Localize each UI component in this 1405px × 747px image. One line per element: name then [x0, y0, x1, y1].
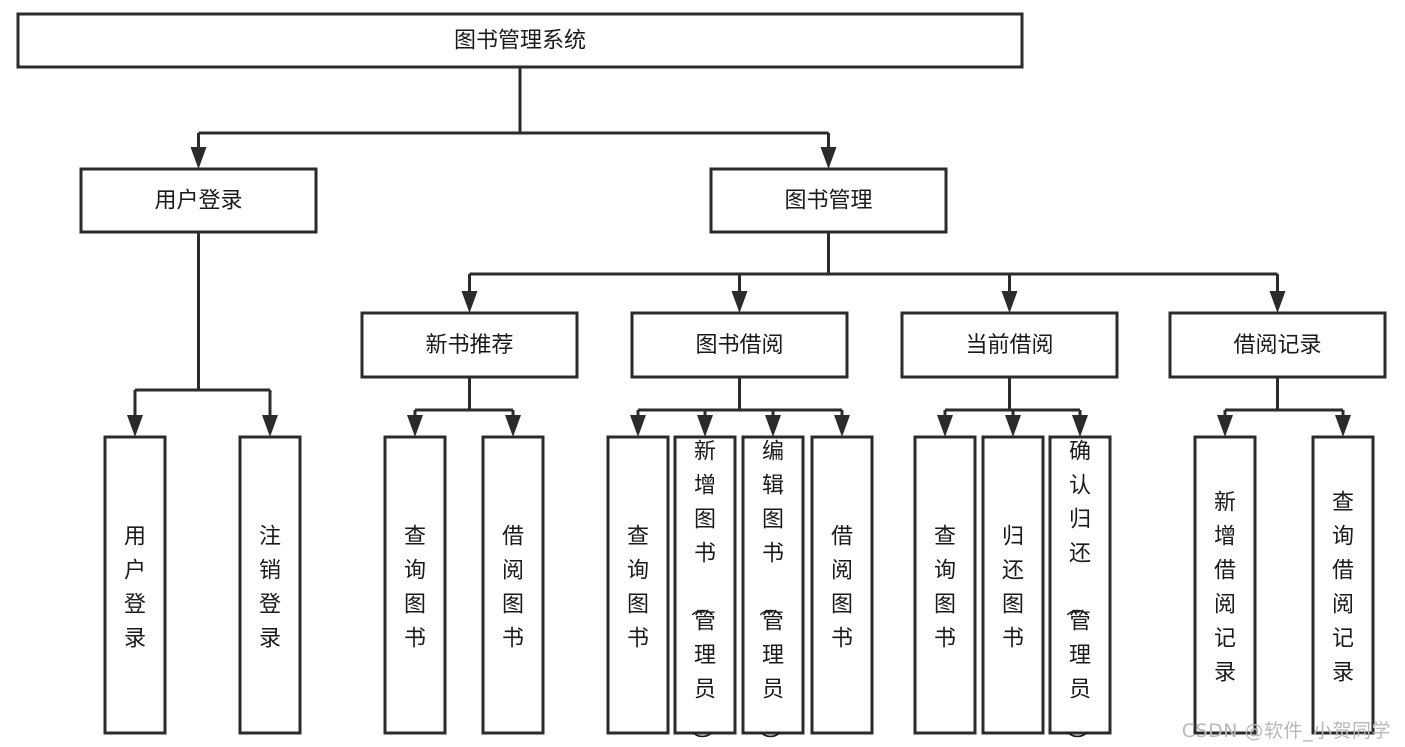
- node-b_add[interactable]: 新增图书（管理员）: [673, 435, 737, 747]
- node-borrow[interactable]: 图书借阅: [630, 311, 849, 379]
- node-box[interactable]: [673, 435, 737, 735]
- node-label: 借阅记录: [1233, 333, 1321, 358]
- node-label: 图书借阅: [695, 333, 783, 358]
- node-label: 新增借阅记录: [1214, 491, 1236, 686]
- node-label: 编辑图书（管理员）: [756, 440, 784, 747]
- arrow-head-icon: [407, 415, 423, 437]
- node-box[interactable]: [900, 311, 1119, 379]
- arrow-head-icon: [1217, 415, 1233, 437]
- node-box[interactable]: [238, 435, 302, 735]
- node-b_edit[interactable]: 编辑图书（管理员）: [741, 435, 805, 747]
- node-layer: 图书管理系统用户登录图书管理新书推荐图书借阅当前借阅借阅记录用户登录注销登录查询…: [16, 12, 1387, 747]
- node-c_query[interactable]: 查询图书: [913, 435, 977, 735]
- node-b_query[interactable]: 查询图书: [606, 435, 670, 735]
- node-label: 用户登录: [124, 525, 146, 652]
- connector-group-bookmgmt: [461, 232, 1286, 313]
- node-box[interactable]: [383, 435, 447, 735]
- arrow-head-icon: [1269, 291, 1286, 313]
- node-box[interactable]: [1048, 435, 1112, 735]
- node-root[interactable]: 图书管理系统: [16, 12, 1024, 69]
- node-box[interactable]: [481, 435, 545, 735]
- node-n_query[interactable]: 查询图书: [383, 435, 447, 735]
- arrow-head-icon: [834, 415, 850, 437]
- node-n_borrow[interactable]: 借阅图书: [481, 435, 545, 735]
- node-label: 注销登录: [259, 525, 281, 652]
- node-box[interactable]: [981, 435, 1045, 735]
- arrow-head-icon: [1001, 291, 1018, 313]
- arrow-head-icon: [461, 291, 478, 313]
- node-box[interactable]: [741, 435, 805, 735]
- node-r_query[interactable]: 查询借阅记录: [1311, 435, 1375, 735]
- node-box[interactable]: [360, 311, 579, 379]
- node-label: 借阅图书: [502, 525, 524, 652]
- arrow-head-icon: [262, 415, 278, 437]
- node-c_return[interactable]: 归还图书: [981, 435, 1045, 735]
- node-label: 查询图书: [627, 525, 649, 652]
- connector-group-login: [127, 232, 278, 437]
- arrow-head-icon: [190, 147, 207, 169]
- arrow-head-icon: [505, 415, 521, 437]
- node-label: 查询图书: [404, 525, 426, 652]
- node-l_logout[interactable]: 注销登录: [238, 435, 302, 735]
- node-login[interactable]: 用户登录: [79, 167, 318, 234]
- node-box[interactable]: [810, 435, 874, 735]
- node-c_confirm[interactable]: 确认归还（管理员）: [1048, 435, 1112, 747]
- node-records[interactable]: 借阅记录: [1168, 311, 1387, 379]
- arrow-head-icon: [1005, 415, 1021, 437]
- node-box[interactable]: [606, 435, 670, 735]
- connector-group-newrec: [407, 377, 521, 437]
- node-label: 确认归还（管理员）: [1063, 440, 1091, 747]
- node-bookmgmt[interactable]: 图书管理: [709, 167, 948, 234]
- arrow-head-icon: [127, 415, 143, 437]
- node-b_borrow[interactable]: 借阅图书: [810, 435, 874, 735]
- connector-group-root: [190, 67, 837, 169]
- node-l_login[interactable]: 用户登录: [103, 435, 167, 735]
- node-box[interactable]: [103, 435, 167, 735]
- node-label: 当前借阅: [965, 333, 1053, 358]
- node-label: 新书推荐: [425, 333, 513, 358]
- node-box[interactable]: [1193, 435, 1257, 735]
- node-box[interactable]: [630, 311, 849, 379]
- node-label: 图书管理: [784, 189, 872, 214]
- node-box[interactable]: [1311, 435, 1375, 735]
- arrow-head-icon: [937, 415, 953, 437]
- node-label: 借阅图书: [831, 525, 853, 652]
- node-current[interactable]: 当前借阅: [900, 311, 1119, 379]
- arrow-head-icon: [765, 415, 781, 437]
- arrow-head-icon: [630, 415, 646, 437]
- arrow-head-icon: [731, 291, 748, 313]
- arrow-head-icon: [1072, 415, 1088, 437]
- node-newrec[interactable]: 新书推荐: [360, 311, 579, 379]
- arrow-head-icon: [820, 147, 837, 169]
- node-box[interactable]: [16, 12, 1024, 69]
- node-label: 图书管理系统: [454, 29, 586, 54]
- connector-group-current: [937, 377, 1088, 437]
- node-box[interactable]: [913, 435, 977, 735]
- node-box[interactable]: [79, 167, 318, 234]
- node-r_add[interactable]: 新增借阅记录: [1193, 435, 1257, 735]
- node-label: 归还图书: [1002, 525, 1024, 652]
- node-label: 查询借阅记录: [1332, 491, 1354, 686]
- node-box[interactable]: [1168, 311, 1387, 379]
- arrow-head-icon: [1335, 415, 1351, 437]
- connector-layer: [127, 67, 1351, 437]
- node-label: 用户登录: [154, 189, 242, 214]
- arrow-head-icon: [697, 415, 713, 437]
- node-label: 查询图书: [934, 525, 956, 652]
- connector-group-records: [1217, 377, 1351, 437]
- node-box[interactable]: [709, 167, 948, 234]
- node-label: 新增图书（管理员）: [688, 440, 716, 747]
- connector-group-borrow: [630, 377, 850, 437]
